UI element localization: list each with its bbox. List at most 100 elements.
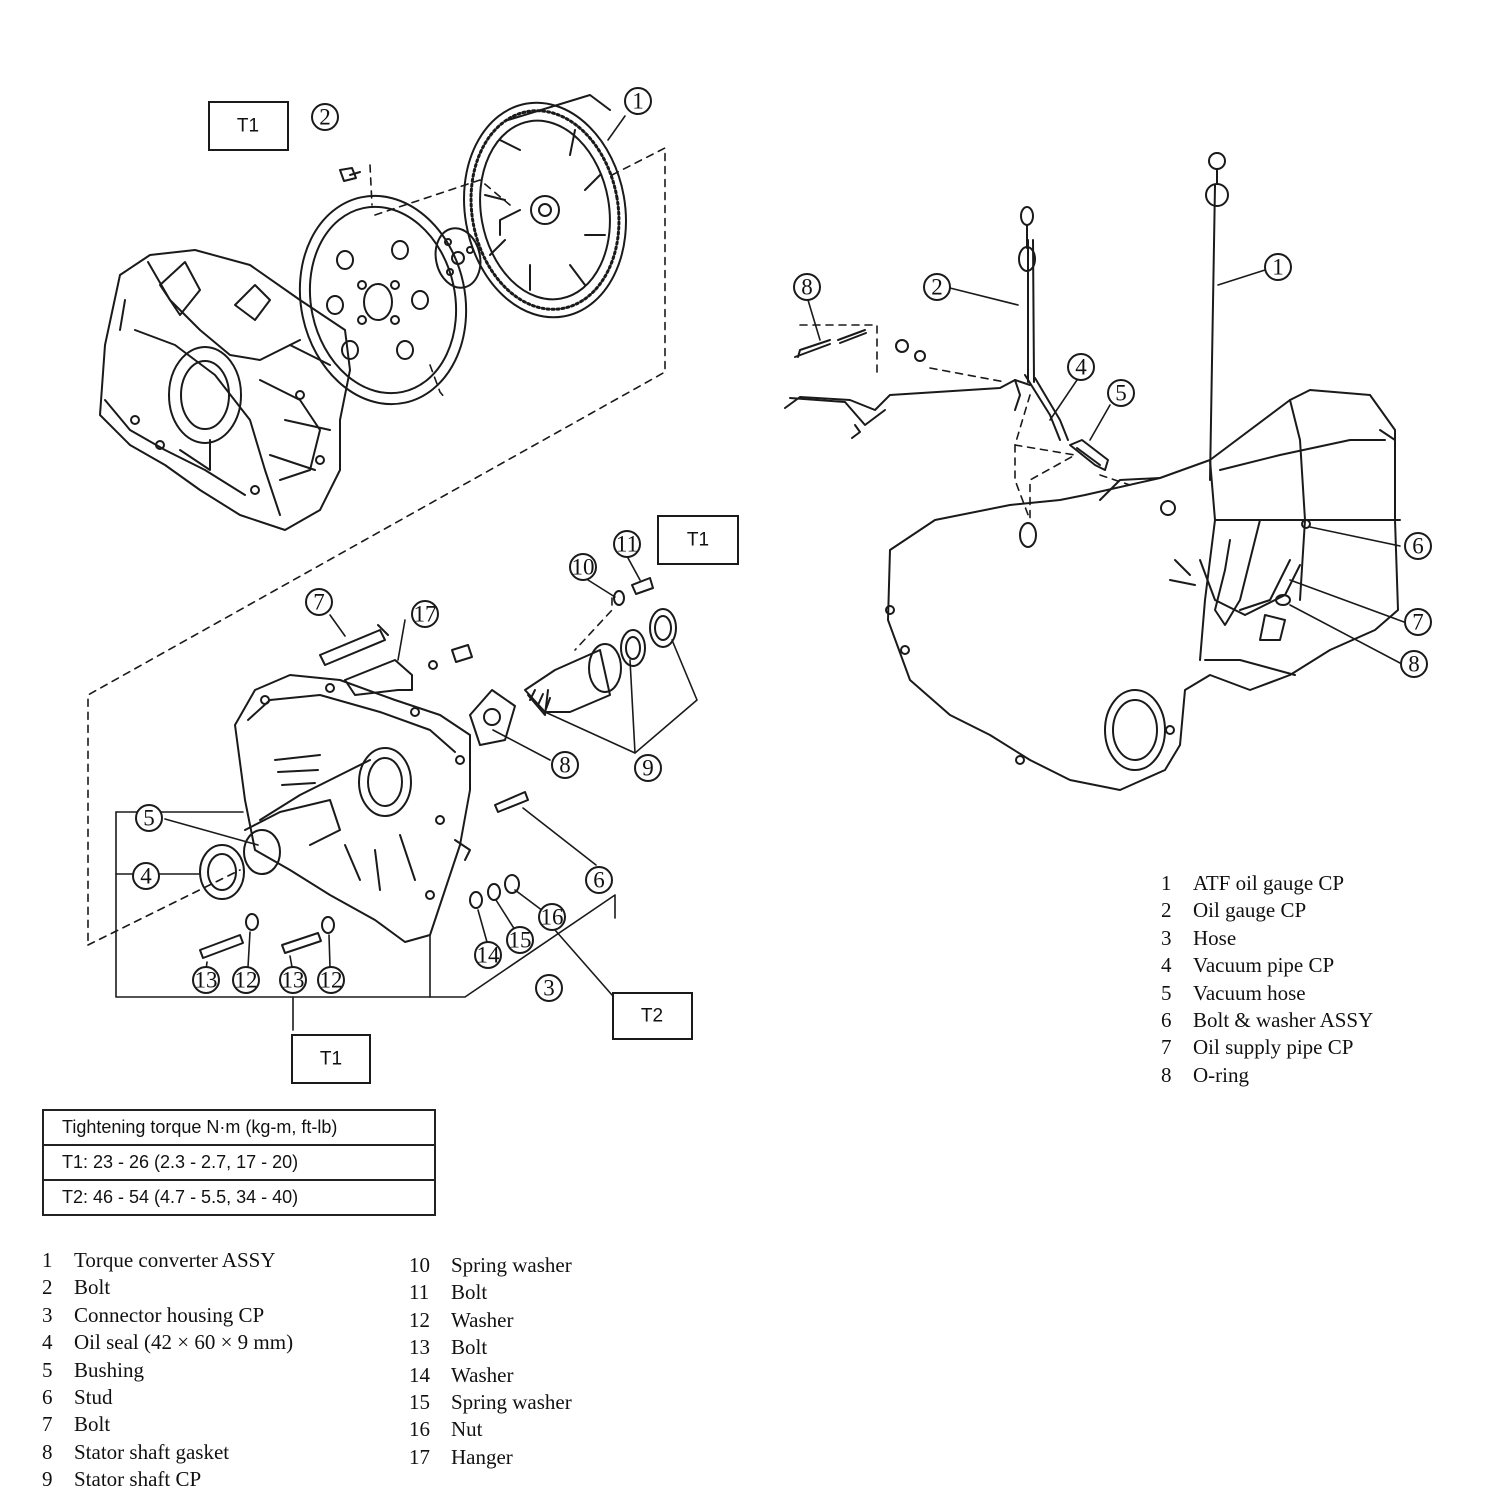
callout-1: 1 <box>624 87 652 115</box>
callout-11: 11 <box>613 530 641 558</box>
svg-text:7: 7 <box>1412 610 1424 635</box>
svg-text:8: 8 <box>559 753 571 778</box>
callout-12a: 12 <box>232 966 260 994</box>
torque-table-row-t2: T2: 46 - 54 (4.7 - 5.5, 34 - 40) <box>42 1179 436 1216</box>
svg-text:12: 12 <box>320 968 343 993</box>
svg-text:6: 6 <box>593 868 605 893</box>
callout-2: 2 <box>311 103 339 131</box>
torque-converter-drawing <box>463 94 627 319</box>
callout-right-4: 4 <box>1067 353 1095 381</box>
svg-text:11: 11 <box>616 532 638 557</box>
svg-text:2: 2 <box>931 275 943 300</box>
hardware-drawings <box>199 577 654 959</box>
assembly-guide-lines-bottom <box>87 597 613 946</box>
svg-text:17: 17 <box>414 602 437 627</box>
callout-right-5: 5 <box>1107 379 1135 407</box>
svg-text:2: 2 <box>319 105 331 130</box>
callout-5: 5 <box>135 804 163 832</box>
svg-text:13: 13 <box>195 968 218 993</box>
connector-housing-drawing <box>234 674 471 943</box>
assembly-guide-lines-top <box>87 147 666 946</box>
callout-right-2: 2 <box>923 273 951 301</box>
bolt-2-drawing <box>339 167 361 182</box>
callout-9: 9 <box>634 754 662 782</box>
pipes-and-gauges-drawing <box>784 152 1301 616</box>
callout-right-6: 6 <box>1404 532 1432 560</box>
oil-seal-drawing <box>199 844 245 900</box>
svg-text:T1: T1 <box>687 530 709 551</box>
torque-table-row-t1: T1: 23 - 26 (2.3 - 2.7, 17 - 20) <box>42 1144 436 1181</box>
torque-box-t1-top: T1 <box>208 101 289 151</box>
svg-text:4: 4 <box>1075 355 1087 380</box>
svg-text:5: 5 <box>1115 381 1127 406</box>
svg-text:T1: T1 <box>237 116 259 137</box>
callout-14: 14 <box>474 941 502 969</box>
callout-17: 17 <box>411 600 439 628</box>
drive-plate-drawing <box>298 194 468 406</box>
svg-text:T2: T2 <box>641 1006 663 1027</box>
assembly-guide-lines-right <box>799 324 1131 521</box>
svg-text:10: 10 <box>572 555 595 580</box>
svg-text:4: 4 <box>140 864 152 889</box>
svg-text:3: 3 <box>543 976 555 1001</box>
svg-text:1: 1 <box>1272 255 1284 280</box>
callout-7: 7 <box>305 588 333 616</box>
callout-right-8a: 8 <box>793 273 821 301</box>
callout-8: 8 <box>551 751 579 779</box>
svg-text:1: 1 <box>632 89 644 114</box>
callout-12b: 12 <box>317 966 345 994</box>
svg-text:9: 9 <box>642 756 654 781</box>
svg-text:12: 12 <box>235 968 258 993</box>
svg-text:15: 15 <box>509 928 532 953</box>
callout-3: 3 <box>535 974 563 1002</box>
adapter-plate-drawing <box>434 227 482 289</box>
svg-text:T1: T1 <box>320 1049 342 1070</box>
callout-right-8b: 8 <box>1400 650 1428 678</box>
torque-box-t2: T2 <box>612 992 693 1040</box>
leader-lines-right <box>807 269 1405 664</box>
callout-13a: 13 <box>192 966 220 994</box>
svg-text:8: 8 <box>801 275 813 300</box>
callout-6: 6 <box>585 866 613 894</box>
svg-text:6: 6 <box>1412 534 1424 559</box>
callout-10: 10 <box>569 553 597 581</box>
stator-gasket-drawing <box>469 689 516 746</box>
torque-box-t1-mid: T1 <box>657 515 739 565</box>
torque-table-header: Tightening torque N·m (kg-m, ft-lb) <box>42 1109 436 1146</box>
svg-text:14: 14 <box>477 943 501 968</box>
tightening-torque-table: Tightening torque N·m (kg-m, ft-lb) T1: … <box>42 1109 436 1216</box>
svg-text:7: 7 <box>313 590 325 615</box>
transmission-assembly-drawing <box>885 389 1401 791</box>
callout-16: 16 <box>538 903 566 931</box>
transmission-housing-drawing <box>99 249 351 531</box>
callout-13b: 13 <box>279 966 307 994</box>
torque-box-t1-bottom: T1 <box>291 1034 371 1084</box>
svg-text:16: 16 <box>541 905 564 930</box>
stator-shaft-drawing <box>524 608 677 716</box>
